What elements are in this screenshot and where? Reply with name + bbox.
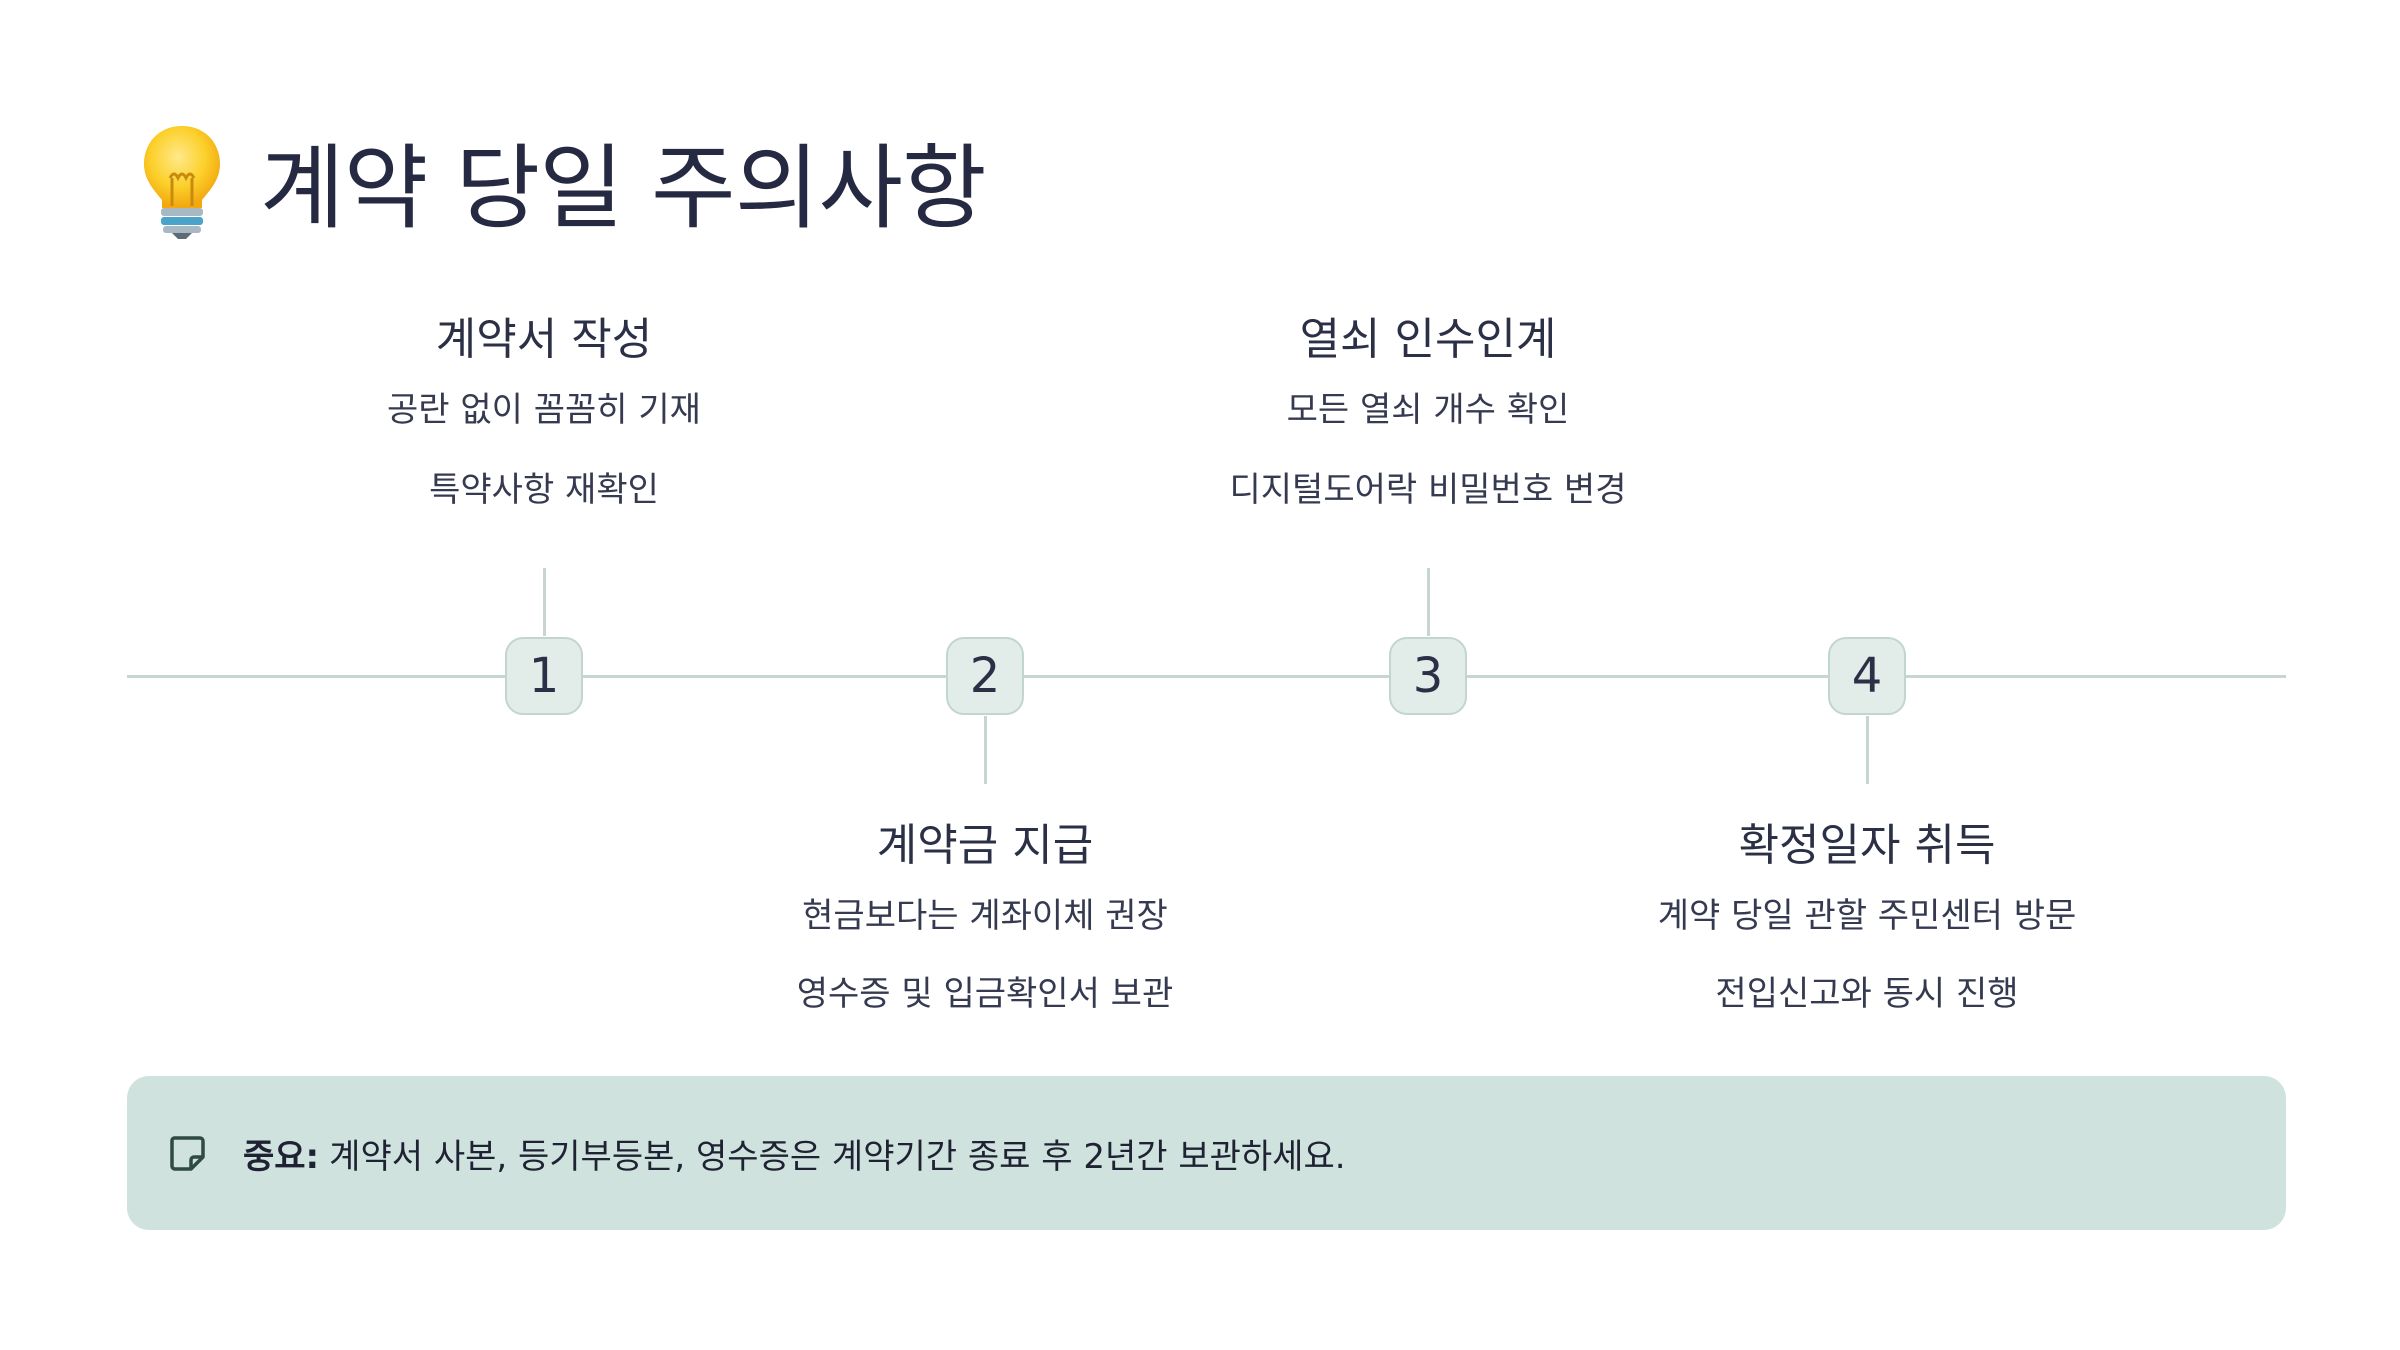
step-node-4: 4 bbox=[1828, 637, 1906, 715]
step-title: 계약서 작성 bbox=[435, 314, 653, 365]
step-title: 계약금 지급 bbox=[876, 820, 1094, 871]
note-body: 계약서 사본, 등기부등본, 영수증은 계약기간 종료 후 2년간 보관하세요. bbox=[329, 1136, 1346, 1177]
note-text: 중요:계약서 사본, 등기부등본, 영수증은 계약기간 종료 후 2년간 보관하… bbox=[243, 1129, 1346, 1178]
step-4: 확정일자 취득 계약 당일 관할 주민센터 방문 전입신고와 동시 진행 bbox=[1607, 818, 2127, 1016]
sticky-note-icon bbox=[170, 1136, 205, 1171]
step-detail: 모든 열쇠 개수 확인 bbox=[1286, 390, 1570, 430]
step-1: 계약서 작성 공란 없이 꼼꼼히 기재 특약사항 재확인 bbox=[284, 312, 804, 512]
title-row: 계약 당일 주의사항 bbox=[134, 120, 987, 242]
step-node-2: 2 bbox=[946, 637, 1024, 715]
step-title: 열쇠 인수인계 bbox=[1299, 314, 1557, 365]
step-3: 열쇠 인수인계 모든 열쇠 개수 확인 디지털도어락 비밀번호 변경 bbox=[1168, 312, 1688, 512]
light-bulb-icon bbox=[144, 126, 220, 239]
step-title: 확정일자 취득 bbox=[1738, 820, 1996, 871]
connector-1 bbox=[543, 568, 546, 636]
step-detail: 전입신고와 동시 진행 bbox=[1715, 974, 2019, 1014]
note-label: 중요: bbox=[243, 1136, 320, 1177]
step-detail: 공란 없이 꼼꼼히 기재 bbox=[387, 390, 701, 430]
step-detail: 디지털도어락 비밀번호 변경 bbox=[1229, 470, 1627, 510]
step-node-1: 1 bbox=[505, 637, 583, 715]
timeline-line bbox=[127, 675, 2286, 678]
important-note: 중요:계약서 사본, 등기부등본, 영수증은 계약기간 종료 후 2년간 보관하… bbox=[127, 1076, 2286, 1230]
step-detail: 계약 당일 관할 주민센터 방문 bbox=[1657, 896, 2077, 936]
step-2: 계약금 지급 현금보다는 계좌이체 권장 영수증 및 입금확인서 보관 bbox=[725, 818, 1245, 1016]
step-detail: 영수증 및 입금확인서 보관 bbox=[796, 974, 1174, 1014]
connector-3 bbox=[1427, 568, 1430, 636]
connector-4 bbox=[1866, 716, 1869, 784]
step-node-3: 3 bbox=[1389, 637, 1467, 715]
page-title: 계약 당일 주의사항 bbox=[260, 134, 987, 242]
connector-2 bbox=[984, 716, 987, 784]
step-detail: 특약사항 재확인 bbox=[429, 470, 659, 510]
step-detail: 현금보다는 계좌이체 권장 bbox=[802, 896, 1168, 936]
